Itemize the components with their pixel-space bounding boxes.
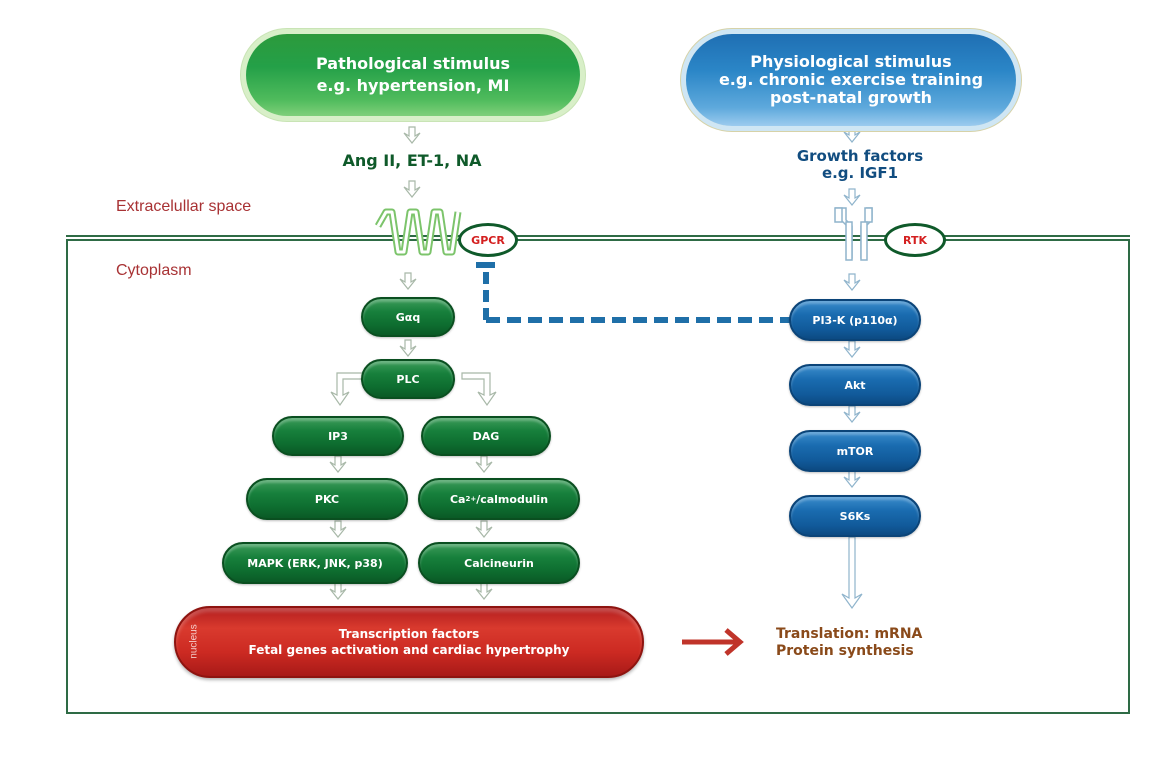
nucleus-transcription-node[interactable]: Transcription factors Fetal genes activa… xyxy=(174,606,644,678)
node-mtor[interactable]: mTOR xyxy=(789,430,921,472)
protein-synthesis-label: Protein synthesis xyxy=(776,643,914,659)
pathological-stimulus-node[interactable]: Pathological stimulus e.g. hypertension,… xyxy=(246,34,580,116)
ca-label: Ca xyxy=(449,492,466,506)
pathological-ligands: Ang II, ET-1, NA xyxy=(342,151,482,170)
ca-charge: 2+ xyxy=(465,495,477,503)
growth-factors-label: Growth factors xyxy=(796,147,924,165)
gpcr-tag[interactable]: GPCR xyxy=(458,223,518,257)
pathological-stimulus-example: e.g. hypertension, MI xyxy=(316,76,510,95)
rtk-tag[interactable]: RTK xyxy=(884,223,946,257)
transcription-factors-label: Transcription factors xyxy=(338,627,480,641)
nucleus-label: nucleus xyxy=(188,624,200,659)
node-pkc[interactable]: PKC xyxy=(246,478,408,520)
node-dag[interactable]: DAG xyxy=(421,416,551,456)
node-ip3[interactable]: IP3 xyxy=(272,416,404,456)
cytoplasm-label: Cytoplasm xyxy=(116,262,192,279)
physiological-ligands: Growth factors e.g. IGF1 xyxy=(770,148,950,182)
fetal-genes-label: Fetal genes activation and cardiac hyper… xyxy=(248,643,570,657)
node-gaq[interactable]: Gαq xyxy=(361,297,455,337)
pathological-stimulus-title: Pathological stimulus xyxy=(316,54,510,73)
long-arrow-icon xyxy=(841,536,863,610)
gpcr-receptor-icon xyxy=(374,208,462,256)
node-s6ks[interactable]: S6Ks xyxy=(789,495,921,537)
cytoplasm-boundary xyxy=(66,239,1130,714)
node-akt[interactable]: Akt xyxy=(789,364,921,406)
node-calcineurin[interactable]: Calcineurin xyxy=(418,542,580,584)
node-plc[interactable]: PLC xyxy=(361,359,455,399)
calmodulin-label: /calmodulin xyxy=(476,492,549,506)
translation-mrna-label: Translation: mRNA xyxy=(776,626,923,642)
inhibition-line xyxy=(476,262,792,323)
physiological-stimulus-example: e.g. chronic exercise training xyxy=(718,70,984,89)
node-pi3k[interactable]: PI3-K (p110α) xyxy=(789,299,921,341)
node-mapk[interactable]: MAPK (ERK, JNK, p38) xyxy=(222,542,408,584)
branch-arrow-icon xyxy=(330,372,497,407)
growth-factors-example: e.g. IGF1 xyxy=(821,164,899,182)
red-arrow-icon xyxy=(682,628,744,656)
extracellular-label: Extracelullar space xyxy=(116,198,252,215)
physiological-stimulus-node[interactable]: Physiological stimulus e.g. chronic exer… xyxy=(686,34,1016,126)
rtk-receptor-icon xyxy=(834,207,873,261)
translation-outcome: Translation: mRNA Protein synthesis xyxy=(776,626,922,660)
physiological-stimulus-example-2: post-natal growth xyxy=(769,88,933,107)
physiological-stimulus-title: Physiological stimulus xyxy=(750,52,952,71)
